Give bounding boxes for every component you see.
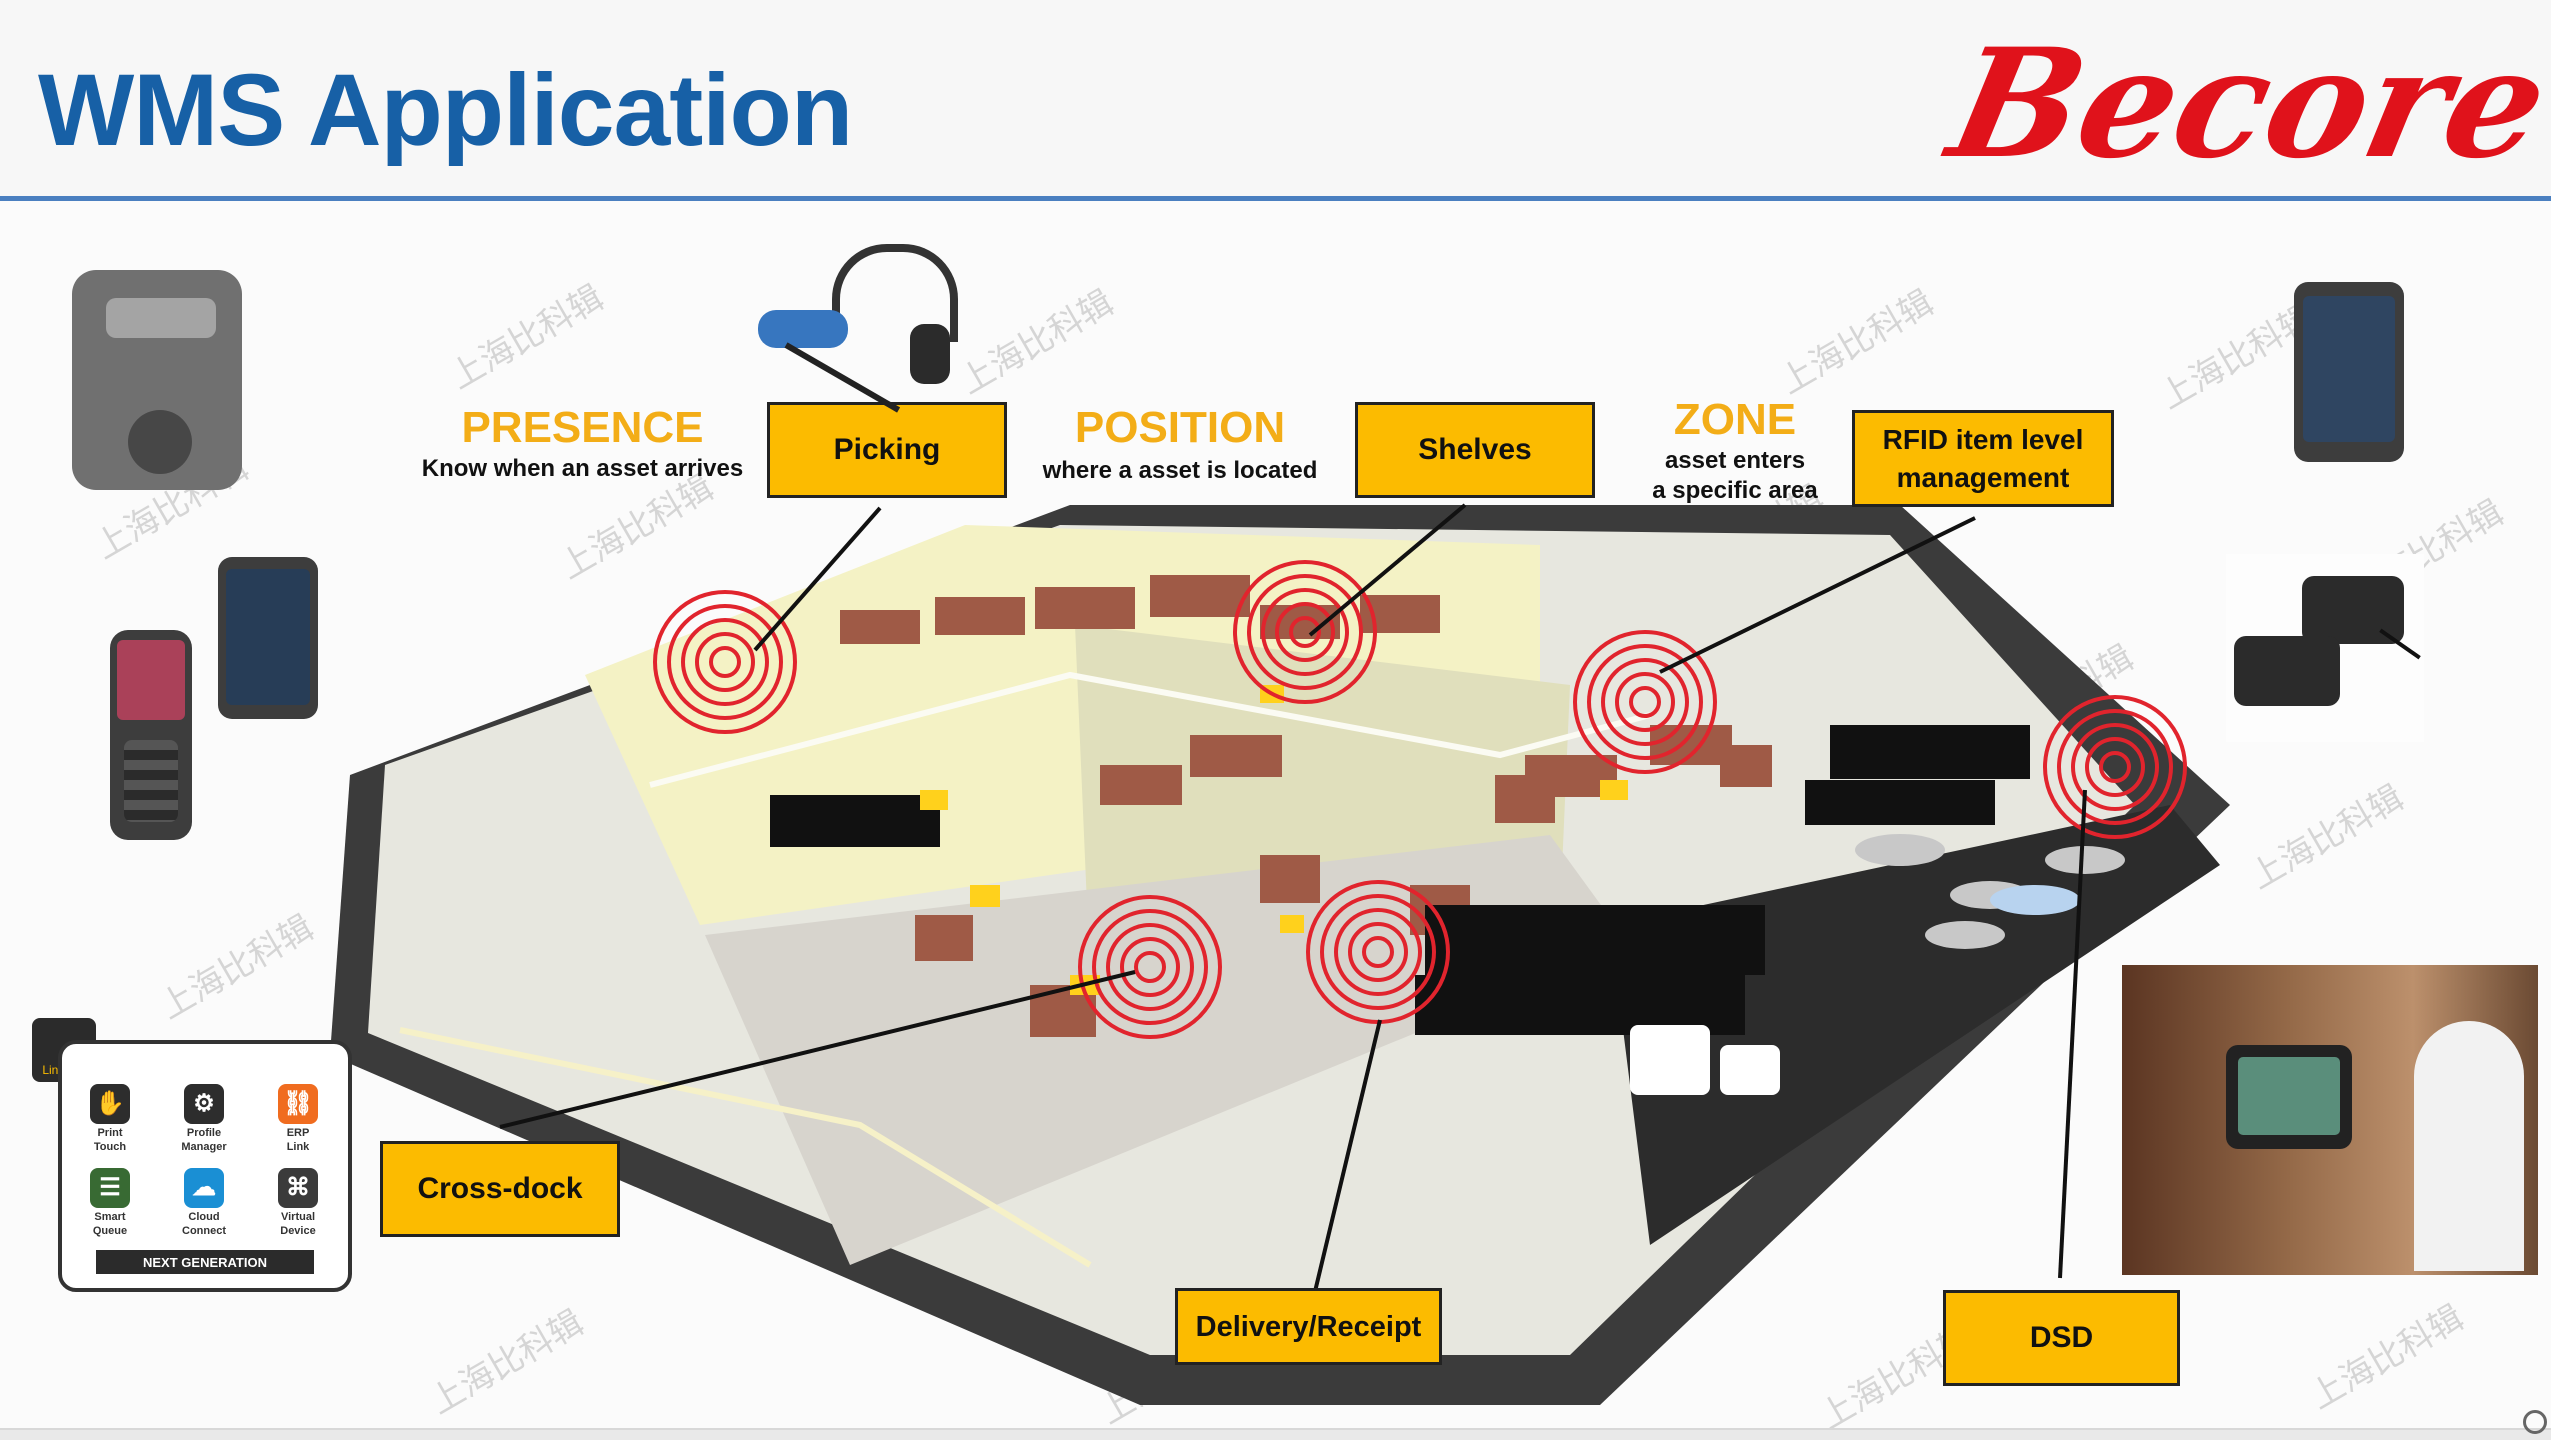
bottom-divider <box>0 1428 2551 1440</box>
rfid-ring-shelves <box>1233 560 1377 704</box>
rugged-handheld-keypad <box>124 740 178 822</box>
presence-subtitle: Know when an asset arrives <box>421 455 744 482</box>
handheld-tablet-screen <box>226 569 310 705</box>
callout-shelves: Shelves <box>1355 402 1595 498</box>
rfid-ring-zone <box>1573 630 1717 774</box>
vehicle-terminal-screen <box>2238 1057 2340 1135</box>
smart-queue-icon: ☰ <box>90 1168 130 1208</box>
delivery-leader <box>1305 1019 1382 1326</box>
zone-heading: ZONE <box>1673 395 1797 444</box>
android-phone-screen <box>2303 296 2395 442</box>
link-os-erp-link-line1: ERP <box>286 1127 310 1139</box>
operator-figure <box>2414 1021 2524 1271</box>
virtual-device-icon: ⌘ <box>278 1168 318 1208</box>
callout-dsd: DSD <box>1943 1290 2180 1386</box>
printer-slot <box>106 298 216 338</box>
print-touch-icon: ✋ <box>90 1084 130 1124</box>
shelves-leader <box>1308 503 1467 637</box>
link-os-footer: NEXT GENERATION <box>96 1250 314 1274</box>
rfid-ring-delivery <box>1306 880 1450 1024</box>
header-divider <box>0 196 2551 201</box>
erp-link-icon: ⛓ <box>278 1084 318 1124</box>
link-os-profile-manager: ⚙ Profile Manager <box>170 1084 238 1154</box>
link-os-profile-manager-line2: Manager <box>181 1141 227 1153</box>
link-os-print-touch-line1: Print <box>97 1127 123 1139</box>
link-os-smart-queue-line1: Smart <box>94 1211 126 1223</box>
printer-roll <box>128 410 192 474</box>
link-os-cloud-connect: ☁ Cloud Connect <box>170 1168 238 1238</box>
rugged-handheld-image <box>110 630 192 840</box>
zone-subtitle-line1: asset enters <box>1664 447 1806 474</box>
scanner-bottom-unit <box>2234 636 2340 706</box>
position-subtitle: where a asset is located <box>1042 457 1318 484</box>
page-title: WMS Application <box>38 53 853 167</box>
profile-manager-icon: ⚙ <box>184 1084 224 1124</box>
callout-rfid-line1: RFID item level <box>1882 423 2084 455</box>
portable-printer-image <box>72 270 242 490</box>
link-os-profile-manager-line1: Profile <box>186 1127 222 1139</box>
callout-rfid-line2: management <box>1896 461 2070 493</box>
handheld-tablet-image <box>218 557 318 719</box>
presence-heading: PRESENCE <box>461 403 704 452</box>
link-os-virtual-device-line1: Virtual <box>280 1211 316 1223</box>
rugged-handheld-screen <box>117 640 185 720</box>
callout-cross-dock: Cross-dock <box>380 1141 620 1237</box>
barcode-scanner-image <box>2226 554 2424 742</box>
link-os-print-touch: ✋ Print Touch <box>76 1084 144 1154</box>
link-os-smart-queue-line2: Queue <box>92 1225 128 1237</box>
callout-delivery-receipt: Delivery/Receipt <box>1175 1288 1442 1365</box>
picking-leader <box>753 506 882 652</box>
headset-image <box>750 232 965 413</box>
link-os-virtual-device-line2: Device <box>280 1225 316 1237</box>
rfid-ring-dsd <box>2043 695 2187 839</box>
rfid-ring-cross-dock <box>1078 895 1222 1039</box>
position-heading: POSITION <box>1074 403 1286 452</box>
callout-rfid: RFID item level management <box>1852 410 2114 507</box>
dsd-leader <box>2058 789 2087 1279</box>
cross-dock-leader <box>499 970 1136 1129</box>
zone-subtitle-line2: a specific area <box>1652 477 1818 504</box>
headset-pad <box>910 324 950 384</box>
cloud-connect-icon: ☁ <box>184 1168 224 1208</box>
link-os-erp-link: ⛓ ERP Link <box>264 1084 332 1154</box>
callout-picking: Picking <box>767 402 1007 498</box>
link-os-erp-link-line2: Link <box>286 1141 310 1153</box>
rfid-leader <box>1659 516 1976 674</box>
android-phone-image <box>2294 282 2404 462</box>
link-os-panel: ✋ Print Touch ⚙ Profile Manager ⛓ ERP Li… <box>58 1040 352 1292</box>
rfid-ring-group <box>653 560 2187 1039</box>
zoom-icon[interactable] <box>2523 1410 2547 1434</box>
link-os-smart-queue: ☰ Smart Queue <box>76 1168 144 1238</box>
link-os-print-touch-line2: Touch <box>93 1141 127 1153</box>
link-os-cloud-connect-line2: Connect <box>182 1225 226 1237</box>
rfid-ring-picking <box>653 590 797 734</box>
link-os-cloud-connect-line1: Cloud <box>188 1211 220 1223</box>
headset-earpiece <box>758 310 848 348</box>
headset-band <box>832 244 958 342</box>
forklift-terminal-photo <box>2122 965 2538 1275</box>
headset-mic-arm <box>784 342 901 413</box>
link-os-virtual-device: ⌘ Virtual Device <box>264 1168 332 1238</box>
